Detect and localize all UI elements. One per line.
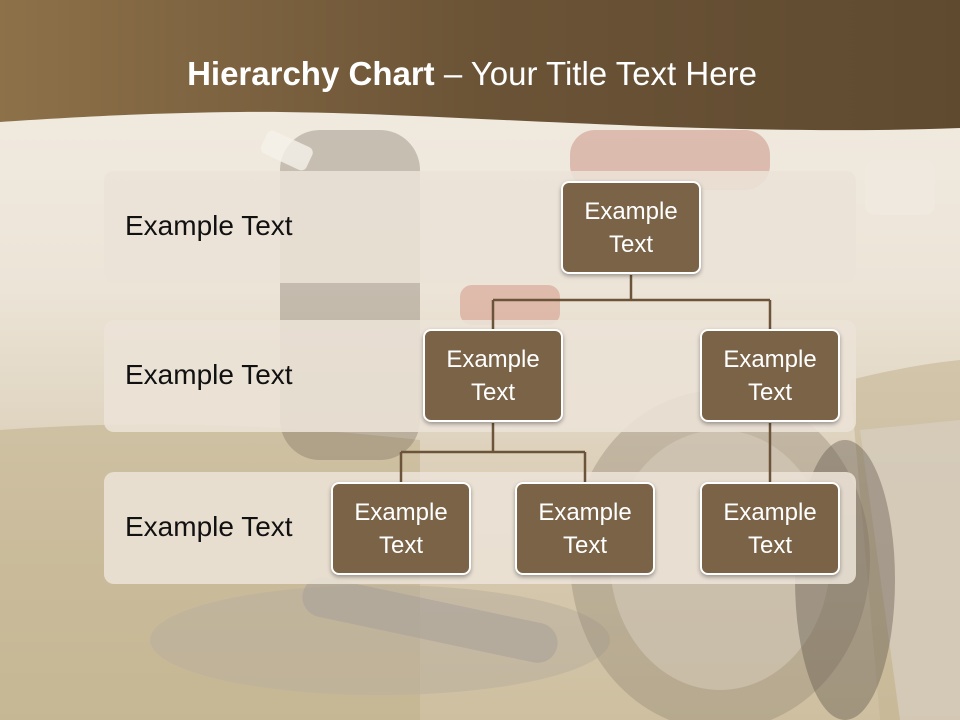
node-level3-right[interactable]: Example Text [700,482,840,575]
title-bold-part: Hierarchy Chart [187,55,435,92]
node-level3-left[interactable]: Example Text [331,482,471,575]
connector-root-to-level2 [491,275,772,330]
row-label-1: Example Text [125,210,293,241]
connector-level2left-to-level3 [399,423,587,482]
node-level2-left[interactable]: Example Text [423,329,563,422]
title-regular-part: – Your Title Text Here [434,55,757,92]
row-label-3: Example Text [125,511,293,542]
title-header-band [0,0,960,131]
slide-title: Hierarchy Chart – Your Title Text Here [0,55,944,93]
node-root[interactable]: Example Text [561,181,701,274]
node-level3-middle[interactable]: Example Text [515,482,655,575]
node-level2-right[interactable]: Example Text [700,329,840,422]
row-label-2: Example Text [125,359,293,390]
row-band-1 [104,171,856,283]
